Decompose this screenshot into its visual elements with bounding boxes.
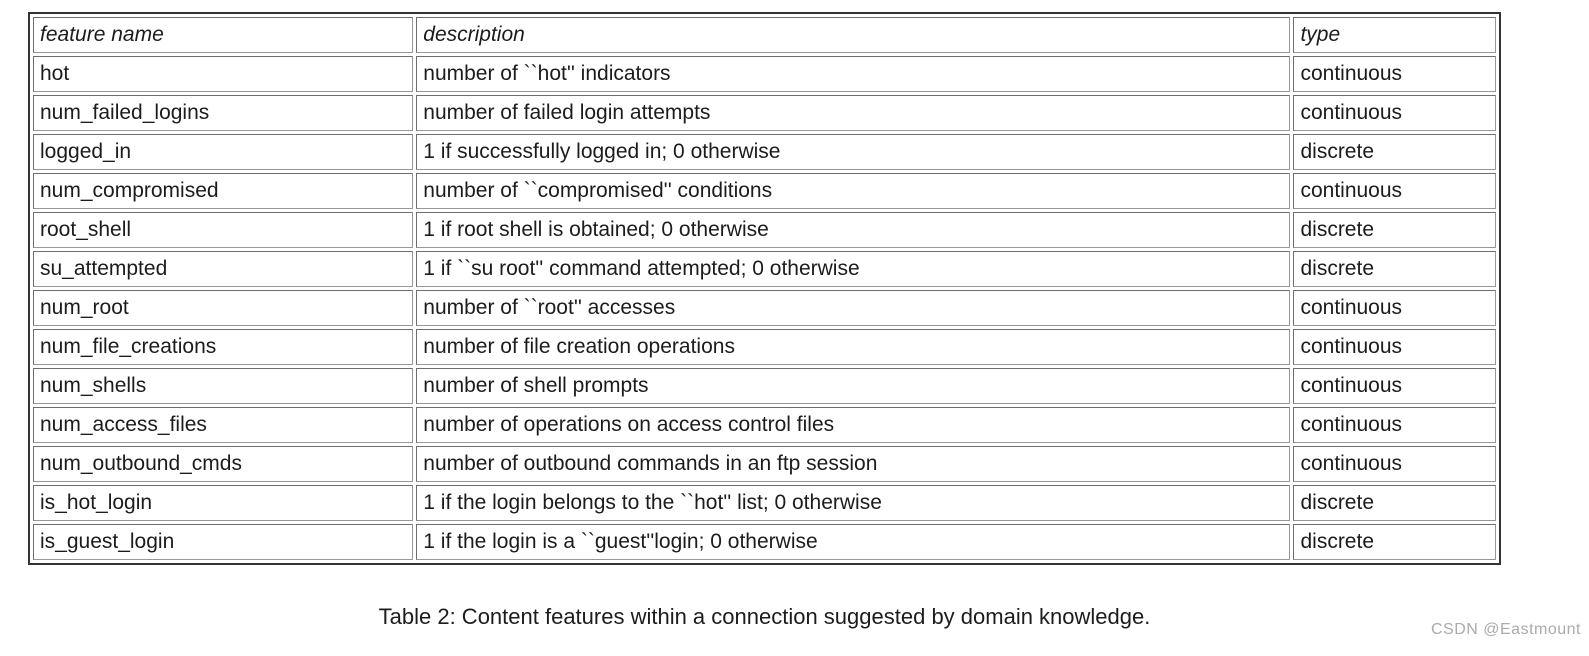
type-cell: continuous (1293, 173, 1496, 209)
feature-name-cell: root_shell (33, 212, 414, 248)
table-caption: Table 2: Content features within a conne… (378, 604, 1151, 629)
description-cell: number of ``compromised'' conditions (416, 173, 1291, 209)
feature-name-cell: num_file_creations (33, 329, 414, 365)
type-cell: continuous (1293, 446, 1496, 482)
description-cell: number of file creation operations (416, 329, 1291, 365)
description-cell: number of ``root'' accesses (416, 290, 1291, 326)
description-cell: 1 if root shell is obtained; 0 otherwise (416, 212, 1291, 248)
description-cell: number of failed login attempts (416, 95, 1291, 131)
description-cell: 1 if the login is a ``guest''login; 0 ot… (416, 524, 1291, 560)
description-cell: 1 if the login belongs to the ``hot'' li… (416, 485, 1291, 521)
description-cell: number of ``hot'' indicators (416, 56, 1291, 92)
column-header-description: description (416, 17, 1291, 53)
feature-name-cell: num_failed_logins (33, 95, 414, 131)
feature-name-cell: su_attempted (33, 251, 414, 287)
description-cell: number of operations on access control f… (416, 407, 1291, 443)
feature-name-cell: num_compromised (33, 173, 414, 209)
table-header-row: feature name description type (33, 17, 1496, 53)
feature-name-cell: num_access_files (33, 407, 414, 443)
feature-name-cell: num_root (33, 290, 414, 326)
type-cell: continuous (1293, 95, 1496, 131)
feature-name-cell: is_guest_login (33, 524, 414, 560)
feature-name-cell: hot (33, 56, 414, 92)
type-cell: continuous (1293, 290, 1496, 326)
feature-name-cell: num_shells (33, 368, 414, 404)
feature-name-cell: num_outbound_cmds (33, 446, 414, 482)
feature-name-cell: is_hot_login (33, 485, 414, 521)
feature-name-cell: logged_in (33, 134, 414, 170)
type-cell: continuous (1293, 368, 1496, 404)
column-header-feature-name: feature name (33, 17, 414, 53)
type-cell: discrete (1293, 212, 1496, 248)
csdn-watermark: CSDN @Eastmount (1430, 621, 1581, 638)
type-cell: discrete (1293, 524, 1496, 560)
type-cell: continuous (1293, 407, 1496, 443)
type-cell: discrete (1293, 134, 1496, 170)
type-cell: continuous (1293, 56, 1496, 92)
type-cell: discrete (1293, 251, 1496, 287)
description-cell: 1 if successfully logged in; 0 otherwise (416, 134, 1291, 170)
type-cell: discrete (1293, 485, 1496, 521)
description-cell: number of outbound commands in an ftp se… (416, 446, 1291, 482)
description-cell: number of shell prompts (416, 368, 1291, 404)
description-cell: 1 if ``su root'' command attempted; 0 ot… (416, 251, 1291, 287)
column-header-type: type (1293, 17, 1496, 53)
type-cell: continuous (1293, 329, 1496, 365)
